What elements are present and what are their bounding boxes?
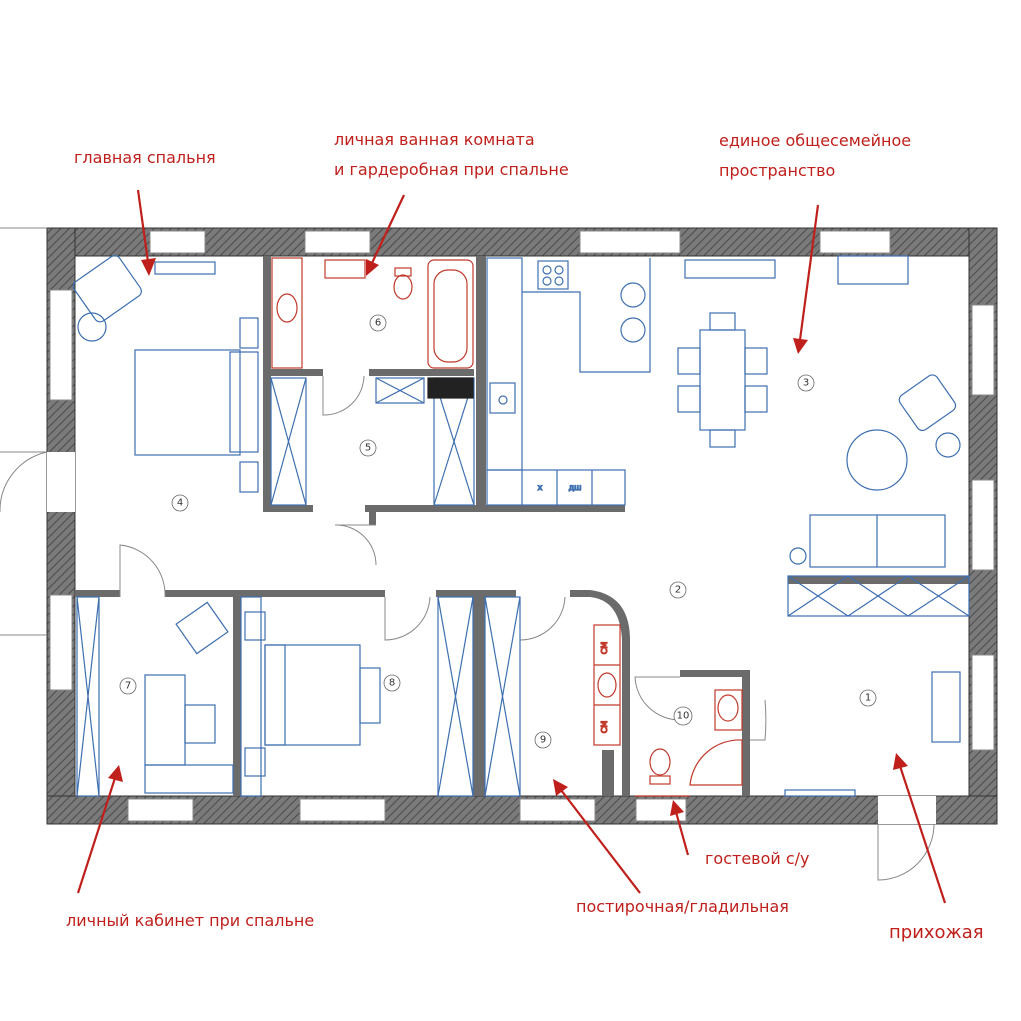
room-numbers: 1 2 3 4 5 6 7 8 9 10 bbox=[119, 314, 877, 749]
room-number-9: 9 bbox=[534, 731, 552, 749]
room-number-1: 1 bbox=[859, 689, 877, 707]
laundry-machine-label-1: СМ bbox=[600, 642, 609, 655]
room-number-5: 5 bbox=[359, 439, 377, 457]
svg-text:10: 10 bbox=[677, 711, 690, 722]
study-furniture bbox=[76, 596, 234, 797]
washer-label: х bbox=[538, 483, 543, 492]
svg-text:3: 3 bbox=[803, 378, 809, 389]
svg-text:1: 1 bbox=[865, 693, 871, 704]
bedroom-furniture bbox=[72, 255, 307, 506]
bathroom-fixtures bbox=[271, 257, 474, 369]
bedroom2-furniture bbox=[240, 596, 381, 797]
room-number-10: 10 bbox=[673, 706, 693, 726]
svg-text:7: 7 bbox=[125, 681, 131, 692]
svg-text:8: 8 bbox=[389, 678, 395, 689]
label-private-bath-line2: и гардеробная при спальне bbox=[334, 160, 569, 179]
closet-furniture bbox=[375, 377, 475, 506]
room-number-3: 3 bbox=[797, 374, 815, 392]
hallway-furniture bbox=[784, 671, 961, 797]
dishwasher-label: дш bbox=[569, 483, 582, 492]
room-number-4: 4 bbox=[171, 494, 189, 512]
laundry-machine-label-2: СМ bbox=[600, 721, 609, 734]
svg-text:9: 9 bbox=[540, 735, 546, 746]
svg-text:5: 5 bbox=[365, 443, 371, 454]
kitchen-furniture: х дш bbox=[486, 257, 651, 506]
label-laundry: постирочная/гладильная bbox=[576, 897, 789, 916]
svg-text:6: 6 bbox=[375, 318, 381, 329]
label-family-space-line1: единое общесемейное bbox=[719, 131, 912, 150]
doors bbox=[119, 375, 767, 741]
label-hallway: прихожая bbox=[889, 922, 984, 943]
label-study: личный кабинет при спальне bbox=[66, 911, 315, 930]
label-family-space-line2: пространство bbox=[719, 161, 836, 180]
label-guest-wc: гостевой с/у bbox=[705, 849, 810, 868]
guest-wc-fixtures: СМ СМ bbox=[593, 624, 743, 797]
living-furniture bbox=[677, 255, 970, 617]
laundry-furniture bbox=[437, 596, 521, 797]
label-master-bedroom: главная спальня bbox=[74, 148, 216, 167]
room-number-6: 6 bbox=[369, 314, 387, 332]
exterior-walls bbox=[0, 227, 998, 881]
svg-text:2: 2 bbox=[675, 585, 681, 596]
interior-walls bbox=[75, 256, 969, 796]
annotation-arrows bbox=[76, 189, 947, 904]
room-number-7: 7 bbox=[119, 677, 137, 695]
room-number-8: 8 bbox=[383, 674, 401, 692]
svg-text:4: 4 bbox=[177, 498, 183, 509]
room-number-2: 2 bbox=[669, 581, 687, 599]
label-private-bath-line1: личная ванная комната bbox=[334, 130, 535, 149]
